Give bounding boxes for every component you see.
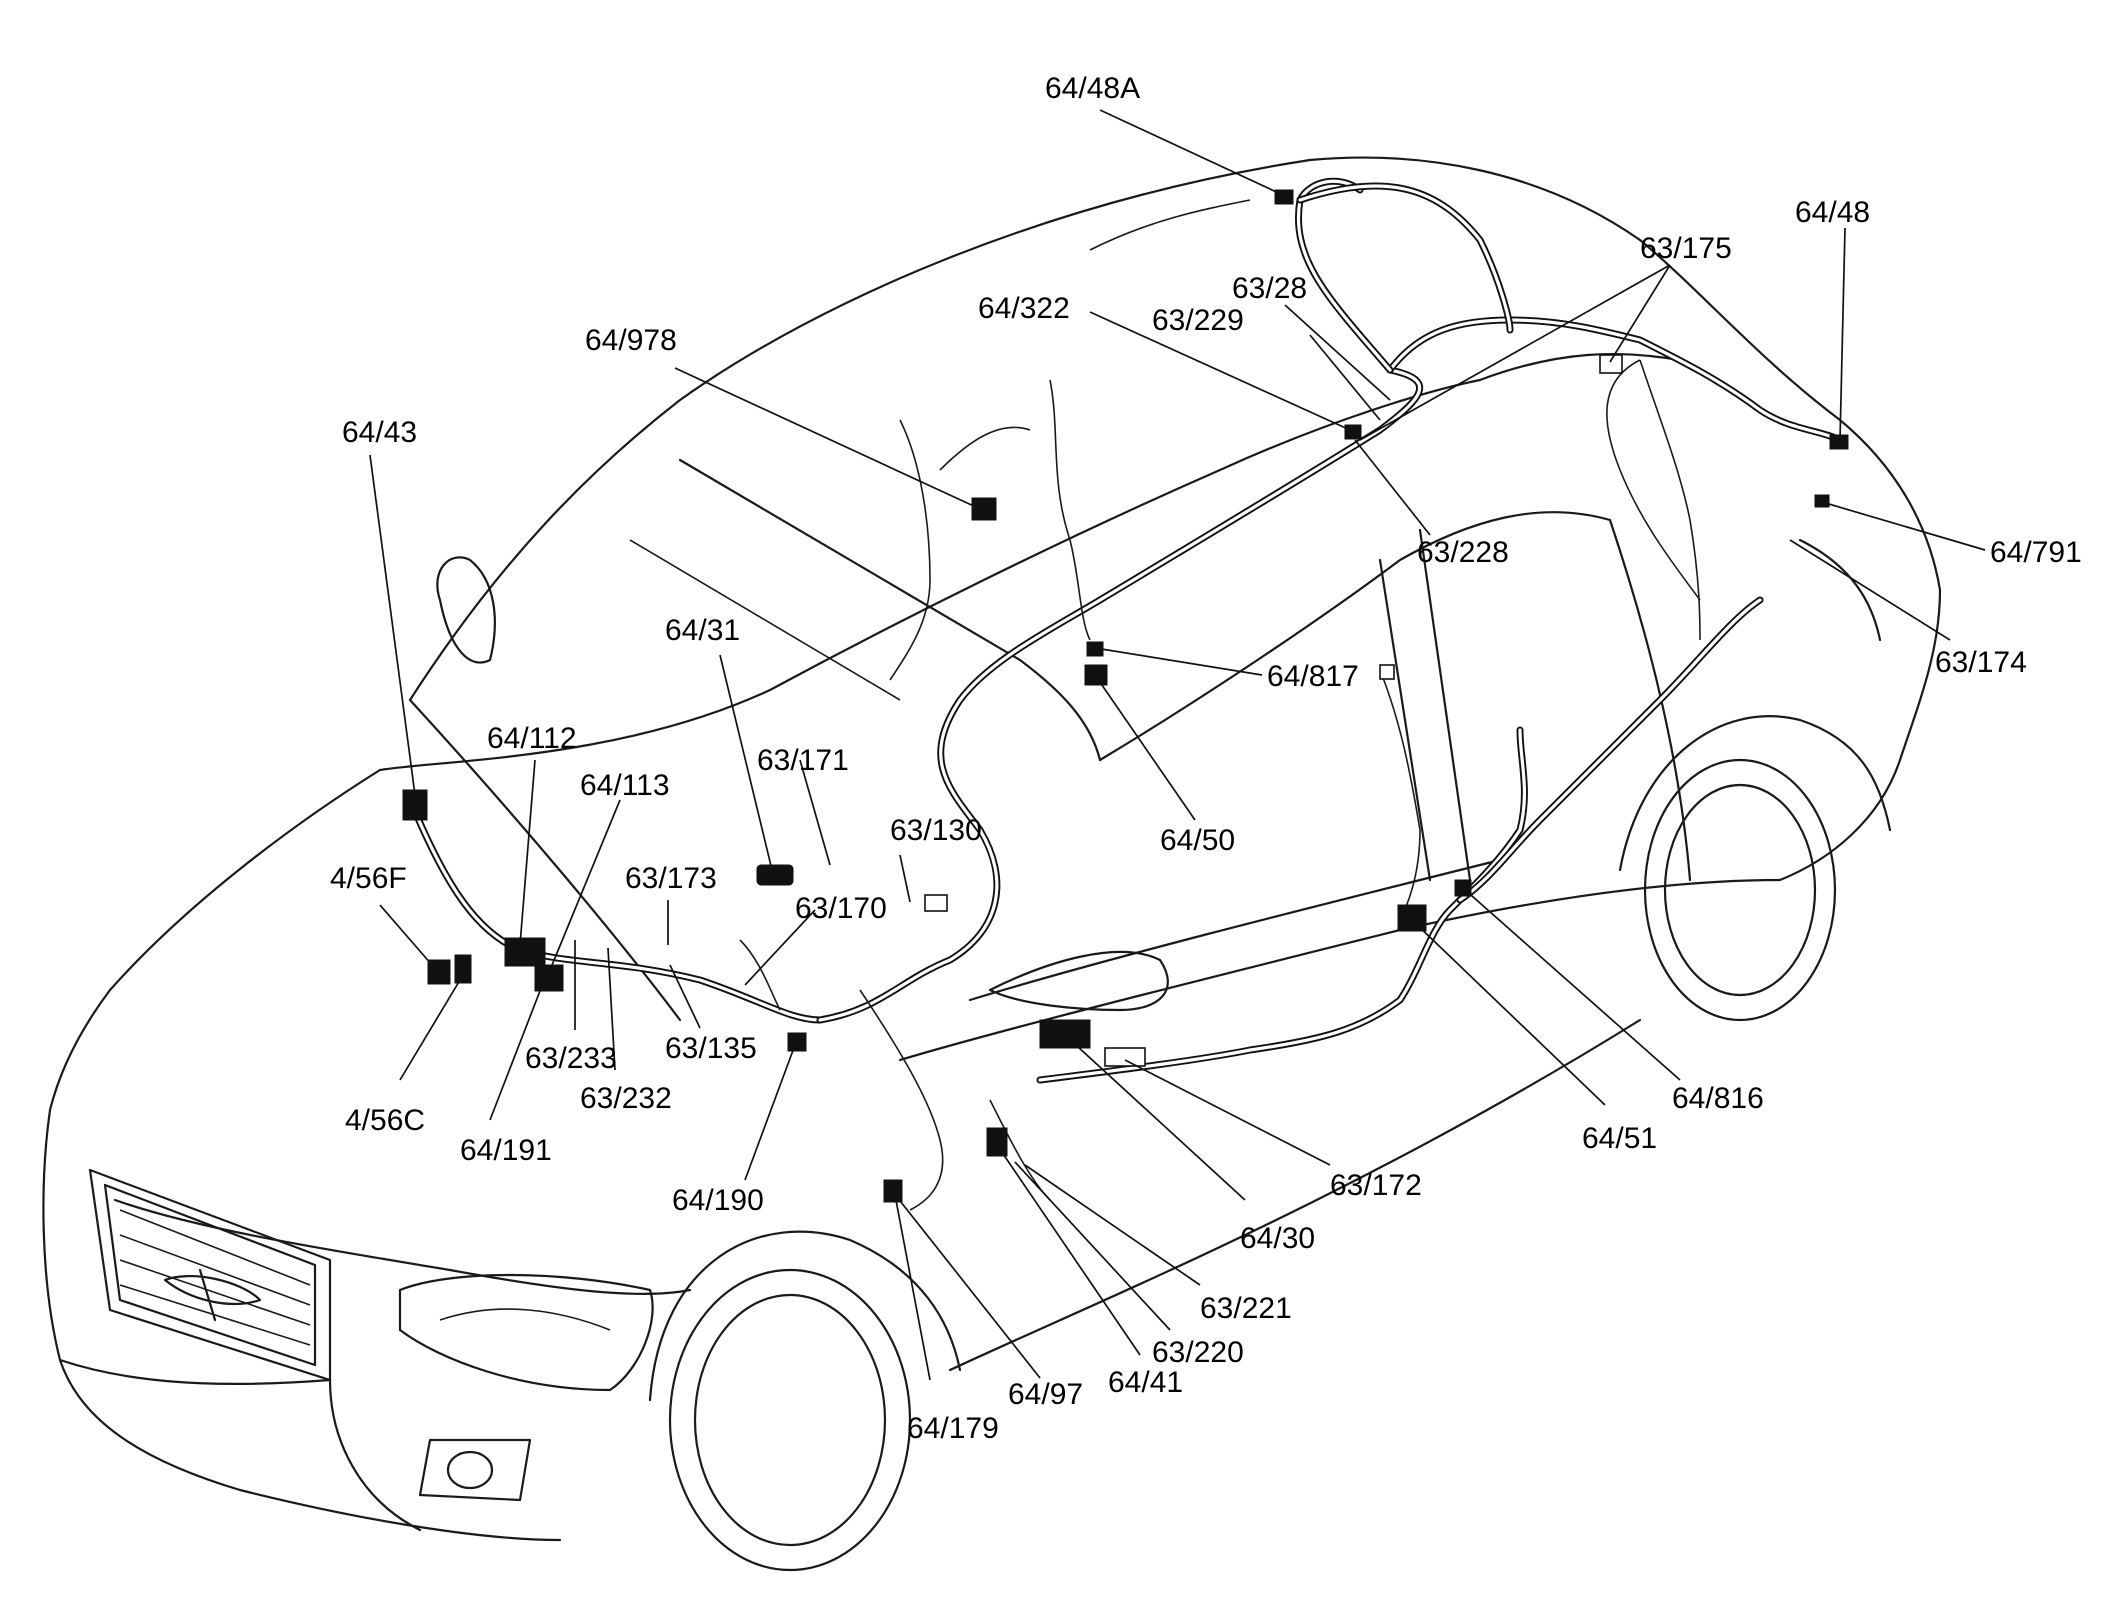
label-63-170: 63/170 — [795, 892, 887, 925]
label-64-43: 64/43 — [342, 416, 417, 449]
label-63-232: 63/232 — [580, 1082, 672, 1115]
car-body — [42, 156, 1942, 1572]
label-63-175: 63/175 — [1640, 232, 1732, 265]
label-64-41: 64/41 — [1108, 1366, 1183, 1399]
connector-64-30 — [1039, 1019, 1091, 1049]
label-64-816: 64/816 — [1672, 1082, 1764, 1115]
label-64-31: 64/31 — [665, 614, 740, 647]
label-63-172: 63/172 — [1330, 1169, 1422, 1202]
label-64-817: 64/817 — [1267, 660, 1359, 693]
connector-64-41 — [986, 1127, 1008, 1157]
label-63-221: 63/221 — [1200, 1292, 1292, 1325]
label-64-112: 64/112 — [487, 722, 577, 755]
leader-lines — [369, 109, 1986, 1381]
wiring-harness — [406, 177, 1844, 1211]
label-63-233: 63/233 — [525, 1042, 617, 1075]
label-64-51: 64/51 — [1582, 1122, 1657, 1155]
connector-64-112 — [504, 937, 546, 967]
label-64-30: 64/30 — [1240, 1222, 1315, 1255]
connector-4-56C — [454, 954, 472, 984]
label-64-978: 64/978 — [585, 324, 677, 357]
label-4-56C: 4/56C — [345, 1104, 425, 1137]
label-4-56F: 4/56F — [330, 862, 407, 895]
connector-63-175 — [1599, 354, 1623, 374]
connector-64-791 — [1814, 494, 1830, 508]
label-63-173: 63/173 — [625, 862, 717, 895]
label-64-113: 64/113 — [580, 769, 670, 802]
part-labels: 64/48A 64/48 63/175 63/28 64/322 63/229 … — [330, 72, 2082, 1445]
label-64-97: 64/97 — [1008, 1378, 1083, 1411]
label-64-179: 64/179 — [907, 1412, 999, 1445]
label-63-135: 63/135 — [665, 1032, 757, 1065]
label-64-191: 64/191 — [460, 1134, 552, 1167]
connector-64-322 — [1344, 424, 1362, 440]
connector-63-172 — [1104, 1047, 1146, 1067]
connector-64-51 — [1397, 904, 1427, 932]
label-64-190: 64/190 — [672, 1184, 764, 1217]
label-63-171: 63/171 — [757, 744, 849, 777]
label-63-229: 63/229 — [1152, 304, 1244, 337]
label-64-50: 64/50 — [1160, 824, 1235, 857]
connectors — [402, 189, 1849, 1203]
connector-4-56F — [427, 959, 451, 985]
label-64-791: 64/791 — [1990, 536, 2082, 569]
connector-63-28 — [1379, 664, 1395, 680]
connector-64-190 — [787, 1032, 807, 1052]
label-63-28: 63/28 — [1232, 272, 1307, 305]
label-64-322: 64/322 — [978, 292, 1070, 325]
label-64-48A: 64/48A — [1045, 72, 1140, 105]
label-64-48: 64/48 — [1795, 196, 1870, 229]
connector-64-113 — [534, 964, 564, 992]
label-63-228: 63/228 — [1417, 536, 1509, 569]
connector-64-31 — [756, 864, 794, 886]
label-63-220: 63/220 — [1152, 1336, 1244, 1369]
connector-64-978 — [971, 497, 997, 521]
label-63-174: 63/174 — [1935, 646, 2027, 679]
connector-63-130 — [924, 894, 948, 912]
label-63-130: 63/130 — [890, 814, 982, 847]
connector-64-48 — [1829, 434, 1849, 450]
